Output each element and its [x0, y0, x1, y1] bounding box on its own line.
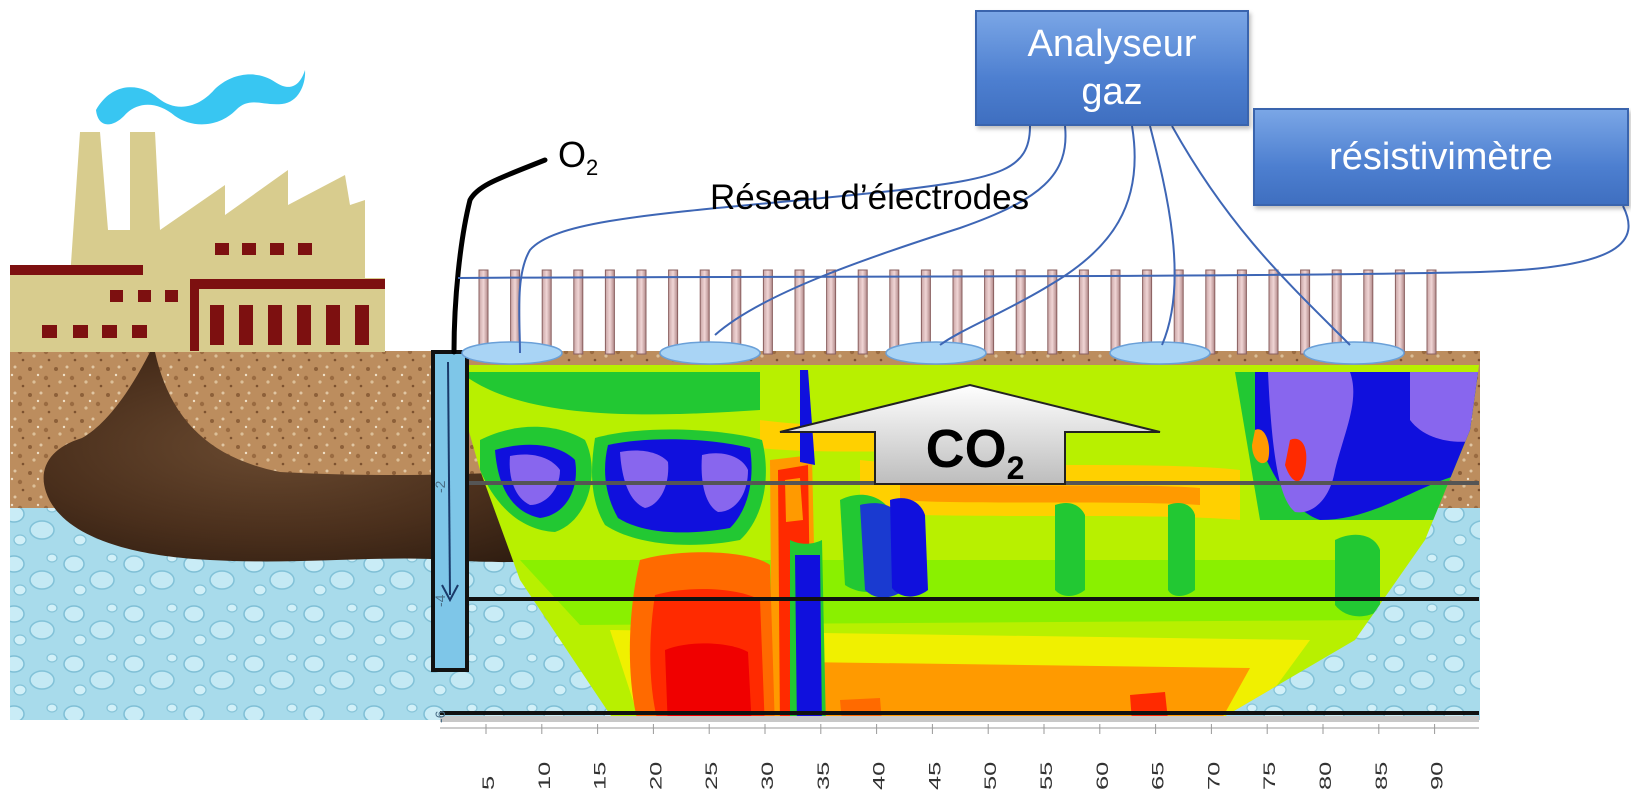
x-tick-label: 60 — [1092, 762, 1112, 790]
low-resistivity-zones — [629, 429, 1307, 722]
x-tick-label: 70 — [1204, 762, 1224, 790]
resistivimeter-box: résistivimètre — [1253, 108, 1629, 206]
electrode — [636, 269, 647, 355]
electrode — [1047, 269, 1058, 355]
y-tick-label: -2 — [432, 480, 448, 493]
x-tick-label: 35 — [813, 762, 833, 790]
electrode — [762, 269, 773, 355]
electrode — [1236, 269, 1247, 355]
electrode-array — [478, 269, 1437, 355]
electrode — [541, 269, 552, 355]
x-tick-label: 45 — [925, 762, 945, 790]
electrode — [573, 269, 584, 355]
electrode — [826, 269, 837, 355]
oxygen-label-main: O — [558, 134, 587, 175]
electrode — [1363, 269, 1374, 355]
y-tick-label: -6 — [432, 710, 448, 723]
electrode — [1331, 269, 1342, 355]
instrument-cables — [457, 125, 1630, 354]
electrode — [478, 269, 489, 355]
smoke-wave — [96, 70, 306, 125]
electrode — [1173, 269, 1184, 355]
x-tick-label: 30 — [757, 762, 777, 790]
co2-upward-arrow — [779, 383, 1161, 485]
y-axis: -2 -4 -6 — [432, 480, 448, 723]
high-resistivity-zones — [480, 372, 1479, 617]
electrode — [889, 269, 900, 355]
electrode — [668, 269, 679, 355]
co2-label: CO2 — [880, 418, 1070, 487]
gas-analyzer-label-line1: Analyseur — [1027, 23, 1197, 65]
factory-windows — [42, 243, 369, 345]
electrode — [604, 269, 615, 355]
x-tick-label: 80 — [1315, 762, 1335, 790]
x-tick-label: 90 — [1427, 762, 1447, 790]
x-tick-label: 20 — [646, 762, 666, 790]
electrode — [1078, 269, 1089, 355]
electrode — [1300, 269, 1311, 355]
x-tick-label: 75 — [1260, 762, 1280, 790]
co2-label-subscript: 2 — [1006, 449, 1025, 486]
x-tick-label: 15 — [590, 762, 610, 790]
electrode — [794, 269, 805, 355]
oxygen-probe — [431, 157, 548, 672]
x-tick-label: 25 — [702, 762, 722, 790]
electrode — [1015, 269, 1026, 355]
electrode — [1426, 269, 1437, 355]
y-tick-label: -4 — [432, 594, 448, 607]
oxygen-label: O2 — [558, 134, 598, 181]
electrode — [1394, 269, 1405, 355]
x-tick-label: 55 — [1036, 762, 1056, 790]
electrode — [984, 269, 995, 355]
resistivimeter-label: résistivimètre — [1329, 136, 1553, 178]
x-tick-label: 65 — [1148, 762, 1168, 790]
x-axis: 5 10 15 20 25 30 35 40 45 50 55 60 65 70 75 80 85 90 — [440, 724, 1479, 790]
factory — [10, 70, 385, 352]
electrode — [1205, 269, 1216, 355]
electrode — [731, 269, 742, 355]
x-tick-label: 85 — [1371, 762, 1391, 790]
x-tick-label: 40 — [869, 762, 889, 790]
electrode — [1110, 269, 1121, 355]
electrode — [1142, 269, 1153, 355]
electrode-network-label: Réseau d’électrodes — [710, 178, 1030, 217]
electrode — [952, 269, 963, 355]
electrode — [857, 269, 868, 355]
gas-sampling-points — [461, 341, 1405, 365]
x-tick-label: 50 — [981, 762, 1001, 790]
oxygen-label-subscript: 2 — [586, 155, 599, 181]
x-tick-label: 10 — [534, 762, 554, 790]
pollution-plume — [43, 352, 621, 563]
co2-label-main: CO — [925, 419, 1007, 479]
gas-analyzer-box: Analyseur gaz — [975, 10, 1249, 126]
x-tick-label: 5 — [478, 776, 498, 790]
gas-analyzer-label-line2: gaz — [1081, 71, 1143, 113]
electrode — [1268, 269, 1279, 355]
